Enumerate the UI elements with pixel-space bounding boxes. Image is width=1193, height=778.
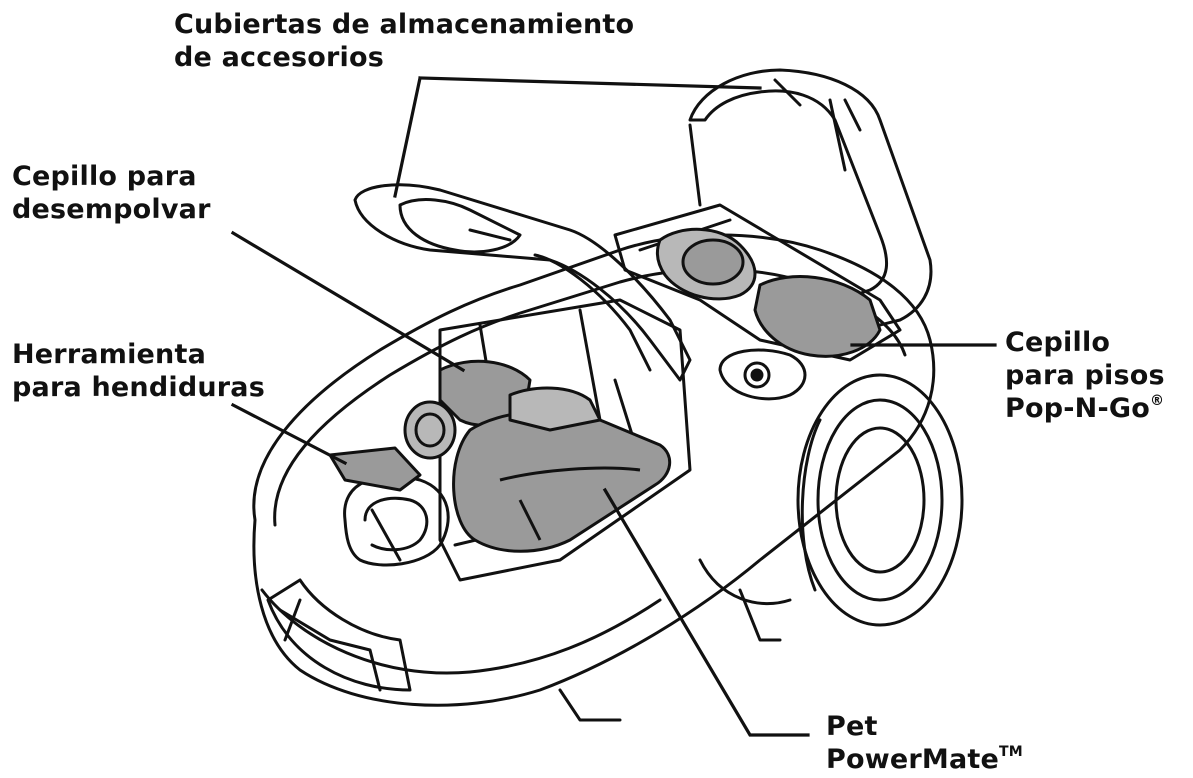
label-pet-powermate-line1: Pet — [826, 710, 1023, 743]
label-dusting-brush-line2: desempolvar — [12, 193, 211, 226]
label-floor-brush: Cepillo para pisos Pop-N-Go® — [1005, 326, 1165, 425]
label-crevice-tool: Herramienta para hendiduras — [12, 338, 265, 404]
pet-powermate — [454, 411, 670, 551]
label-floor-brush-line2: para pisos — [1005, 359, 1165, 392]
wheel-icon — [798, 375, 962, 625]
front-bumper — [268, 580, 410, 690]
leader-dusting-brush — [233, 233, 463, 370]
leader-crevice-tool — [233, 405, 345, 463]
label-storage-covers-line2: de accesorios — [174, 41, 634, 74]
label-dusting-brush-line1: Cepillo para — [12, 160, 211, 193]
label-floor-brush-line3: Pop-N-Go® — [1005, 392, 1165, 425]
label-crevice-tool-line2: para hendiduras — [12, 371, 265, 404]
label-storage-covers-line1: Cubiertas de almacenamiento — [174, 8, 634, 41]
label-floor-brush-line1: Cepillo — [1005, 326, 1165, 359]
label-pet-powermate: Pet PowerMateTM — [826, 710, 1023, 776]
label-dusting-brush: Cepillo para desempolvar — [12, 160, 211, 226]
crevice-tool — [330, 448, 420, 490]
label-storage-covers: Cubiertas de almacenamiento de accesorio… — [174, 8, 634, 74]
registered-mark: ® — [1150, 393, 1164, 409]
trademark-mark: TM — [999, 744, 1023, 760]
label-floor-brush-name: Pop-N-Go — [1005, 393, 1150, 424]
leader-pet-powermate — [605, 490, 808, 735]
label-pet-powermate-line2: PowerMateTM — [826, 743, 1023, 776]
label-crevice-tool-line1: Herramienta — [12, 338, 265, 371]
label-pet-powermate-name: PowerMate — [826, 744, 999, 775]
